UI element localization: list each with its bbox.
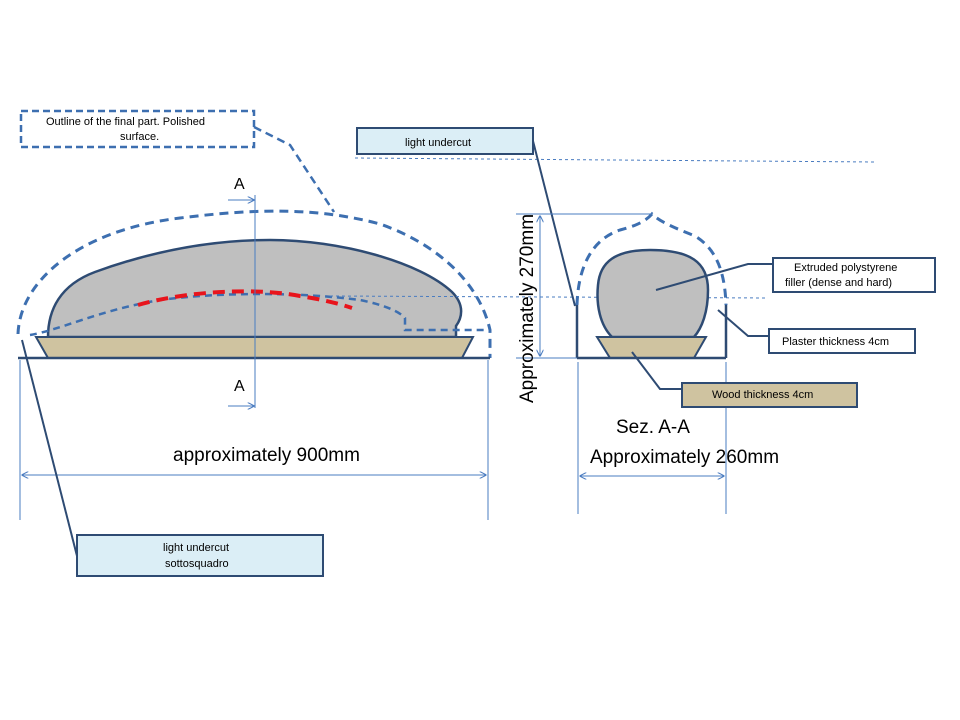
red-dashed-curve xyxy=(137,289,353,310)
section-mark-top: A xyxy=(234,176,245,193)
wood-label-box xyxy=(681,382,858,408)
polystyrene-label-box xyxy=(772,257,936,293)
undercut-label-box-bottom xyxy=(76,534,324,577)
outline-label-box xyxy=(19,109,256,149)
polystyrene-line1: Extruded polystyrene xyxy=(794,262,897,274)
wood-leader xyxy=(631,351,682,390)
plaster-label-box xyxy=(768,328,916,354)
section-mark-bottom: A xyxy=(234,378,245,395)
undercut-top-label: light undercut xyxy=(405,137,471,149)
outline-label-line2: surface. xyxy=(120,131,159,143)
outline-label-line1: Outline of the final part. Polished xyxy=(46,116,205,128)
wood-label: Wood thickness 4cm xyxy=(712,389,813,401)
polystyrene-leader xyxy=(655,263,773,291)
section-title: Sez. A-A xyxy=(616,417,690,438)
undercut-leader-bottom xyxy=(21,339,78,557)
undercut-bottom-line2: sottosquadro xyxy=(165,558,229,570)
ref-line-top xyxy=(354,157,876,163)
undercut-bottom-line1: light undercut xyxy=(163,542,229,554)
inner-dashed-contour-left xyxy=(29,292,490,337)
polystyrene-line2: filler (dense and hard) xyxy=(785,277,892,289)
filler-body-section xyxy=(596,248,710,339)
undercut-label-box-top xyxy=(356,127,534,155)
wood-base-section xyxy=(595,336,708,359)
width-label-right: Approximately 260mm xyxy=(590,447,779,468)
plaster-leader xyxy=(717,309,769,337)
final-part-outline-left xyxy=(16,209,492,358)
undercut-leader-top xyxy=(532,140,576,307)
width-label-left: approximately 900mm xyxy=(173,445,360,466)
outline-leader xyxy=(253,125,336,213)
ref-line-mid xyxy=(329,295,769,299)
plaster-label: Plaster thickness 4cm xyxy=(782,336,889,348)
height-label: Approximately 270mm xyxy=(517,214,538,403)
